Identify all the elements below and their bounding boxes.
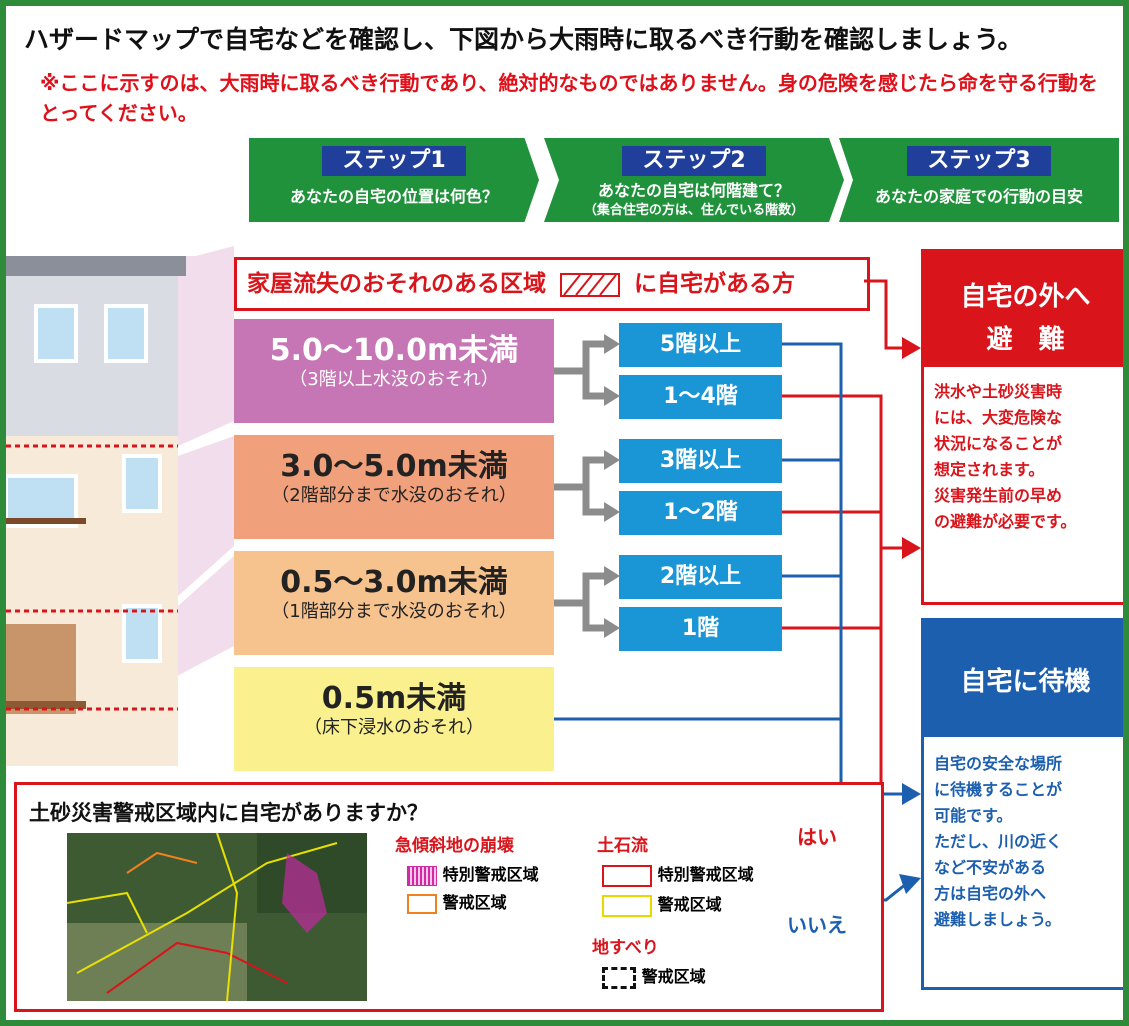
legend-debris-special-label: 特別警戒区域 [657,865,754,884]
house-loss-zone: 家屋流失のおそれのある区域 に自宅がある方 [234,257,870,311]
answer-no: いいえ [787,913,847,937]
depth-band-2: 3.0〜5.0m未満 （2階部分まで水没のおそれ） [234,435,554,539]
house-loss-label: 家屋流失のおそれのある区域 [247,271,546,297]
evacuate-title-2: 避 難 [986,325,1065,355]
answer-yes: はい [797,825,837,849]
floor-box-1: 1階 [619,607,782,651]
depth-band-3-note: （1階部分まで水没のおそれ） [271,601,517,622]
floor-box-1-2: 1〜2階 [619,491,782,535]
red-swatch-icon [602,864,652,887]
legend-warning-label: 警戒区域 [442,893,507,912]
caution-note: ※ここに示すのは、大雨時に取るべき行動であり、絶対的なものではありません。身の危… [40,68,1110,128]
depth-band-4: 0.5m未満 （床下浸水のおそれ） [234,667,554,771]
legend-steep-title: 急傾斜地の崩壊 [395,836,514,856]
stay-line: 方は自宅の外へ [934,884,1047,903]
evacuate-header: 自宅の外へ 避 難 [924,252,1123,367]
stay-line: 自宅の安全な場所 [934,754,1063,773]
evacuate-line: 想定されます。 [934,460,1045,479]
hatch-swatch-icon [560,272,621,297]
aerial-map-image [67,833,367,1001]
evacuate-title: 自宅の外へ [960,282,1091,312]
floor-box-3plus: 3階以上 [619,439,782,483]
step-1: ステップ1 あなたの自宅の位置は何色？ [249,138,539,222]
stay-body: 自宅の安全な場所 に待機することが 可能です。 ただし、川の近く など不安がある… [924,737,1123,947]
orange-swatch-icon [407,893,437,914]
legend-landslide-title: 地すべり [592,938,659,958]
floor-box-5plus: 5階以上 [619,323,782,367]
floor-box-2plus: 2階以上 [619,555,782,599]
step-2-subdesc: （集合住宅の方は、住んでいる階数） [583,203,805,218]
evacuate-line: には、大変危険な [934,408,1063,427]
yellow-swatch-icon [602,894,652,917]
step-2-label: ステップ2 [622,146,766,176]
stay-line: に待機することが [934,780,1063,799]
stay-home-box: 自宅に待機 自宅の安全な場所 に待機することが 可能です。 ただし、川の近く な… [921,618,1123,990]
legend-debris-warning: 警戒区域 [602,891,722,917]
legend-steep-special: 特別警戒区域 [407,861,539,886]
page-title: ハザードマップで自宅などを確認し、下図から大雨時に取るべき行動を確認しましょう。 [24,25,1023,54]
legend-debris-warning-label: 警戒区域 [657,895,722,914]
evacuate-line: 洪水や土砂災害時 [934,382,1063,401]
step-2: ステップ2 あなたの自宅は何階建て？ （集合住宅の方は、住んでいる階数） [544,138,844,222]
legend-special-label: 特別警戒区域 [442,865,539,884]
depth-band-1-note: （3階以上水没のおそれ） [289,369,499,390]
depth-band-2-depth: 3.0〜5.0m未満 [280,449,508,484]
depth-band-3-depth: 0.5〜3.0m未満 [280,565,508,600]
depth-band-4-note: （床下浸水のおそれ） [304,717,484,738]
caution-note-text: ※ここに示すのは、大雨時に取るべき行動であり、絶対的なものではありません。身の危… [40,71,1098,125]
stay-line: ただし、川の近く [934,832,1063,851]
depth-band-1-depth: 5.0〜10.0m未満 [269,333,519,368]
legend-steep-warning: 警戒区域 [407,889,507,914]
stay-line: 可能です。 [934,806,1013,825]
step-2-desc: あなたの自宅は何階建て？ [597,181,790,200]
legend-debris-title: 土石流 [597,836,648,856]
stay-header: 自宅に待機 [924,621,1123,737]
depth-band-4-depth: 0.5m未満 [321,681,467,716]
evacuate-body: 洪水や土砂災害時 には、大変危険な 状況になることが 想定されます。 災害発生前… [924,367,1123,547]
step-1-desc: あなたの自宅の位置は何色？ [289,187,498,206]
house-illustration [6,246,234,766]
stay-line: など不安がある [934,858,1047,877]
stay-line: 避難しましょう。 [934,910,1062,929]
evacuate-line: 災害発生前の早め [934,486,1063,505]
dashed-swatch-icon [602,966,636,989]
depth-band-2-note: （2階部分まで水没のおそれ） [271,485,517,506]
evacuate-box: 自宅の外へ 避 難 洪水や土砂災害時 には、大変危険な 状況になることが 想定さ… [921,249,1123,605]
step-3: ステップ3 あなたの家庭での行動の目安 [839,138,1119,222]
depth-band-1: 5.0〜10.0m未満 （3階以上水没のおそれ） [234,319,554,423]
step-3-desc: あなたの家庭での行動の目安 [874,187,1083,206]
step-1-label: ステップ1 [322,146,466,176]
pink-grid-swatch-icon [407,865,437,886]
house-loss-suffix: に自宅がある方 [634,271,796,297]
legend-debris-special: 特別警戒区域 [602,861,754,887]
sediment-question-box: 土砂災害警戒区域内に自宅がありますか？ 急傾斜地の崩壊 特別警戒区域 警戒区域 … [14,782,884,1012]
sediment-question: 土砂災害警戒区域内に自宅がありますか？ [29,801,428,825]
evacuate-line: 状況になることが [934,434,1063,453]
evacuate-line: の避難が必要です。 [934,512,1077,531]
stay-title: 自宅に待機 [960,667,1091,697]
floor-box-1-4: 1〜4階 [619,375,782,419]
legend-landslide-warning-label: 警戒区域 [641,967,706,986]
step-3-label: ステップ3 [907,146,1051,176]
depth-band-3: 0.5〜3.0m未満 （1階部分まで水没のおそれ） [234,551,554,655]
legend-landslide-warning: 警戒区域 [602,963,706,989]
flow-connectors [554,279,921,902]
